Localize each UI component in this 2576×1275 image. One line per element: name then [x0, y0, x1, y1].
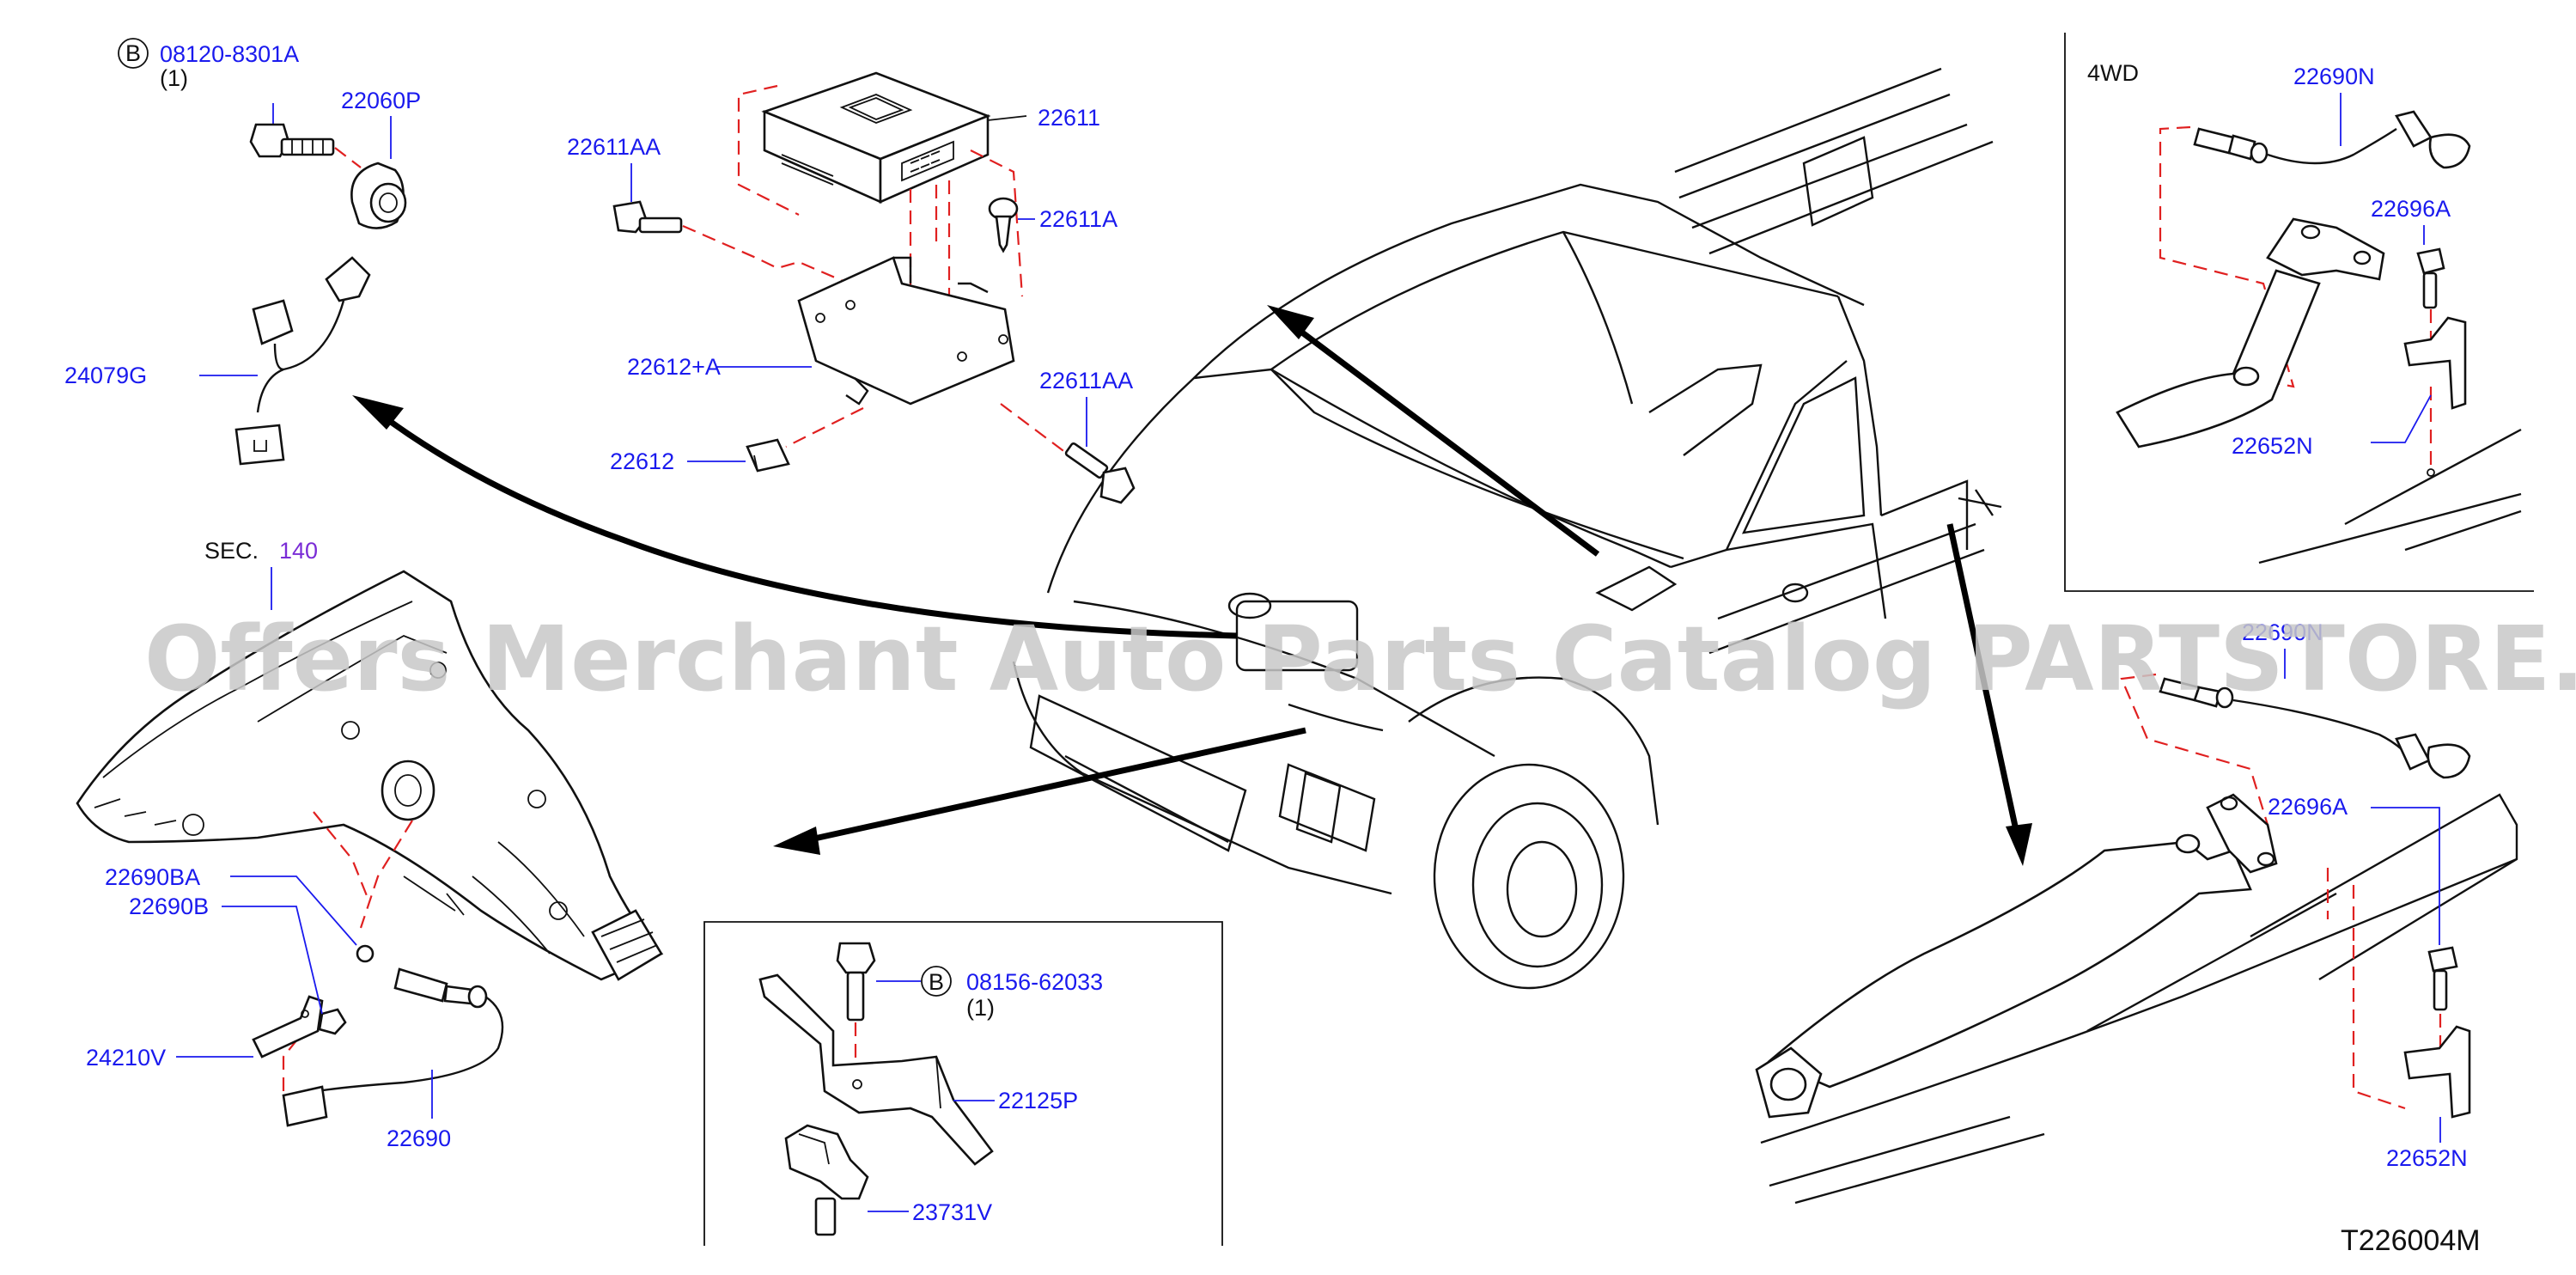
- truck-illustration: [1012, 67, 2002, 990]
- label-08156-62033: 08156-62033: [966, 969, 1103, 995]
- label-24079G: 24079G: [64, 363, 147, 388]
- bolt-22696A-mid: [2427, 946, 2458, 1011]
- watermark: Offers Merchant Auto Parts Catalog PARTS…: [144, 607, 2576, 711]
- o2-sensor-22690N-mid: [2159, 677, 2471, 779]
- fwd-sensor-group: 4WD 22690N 22696A 22652N: [2087, 60, 2522, 564]
- exhaust-pipe-top: [2116, 217, 2385, 448]
- harness-24079G: [234, 256, 371, 466]
- label-22652N-top: 22652N: [2232, 433, 2313, 459]
- bolt-08120: [249, 123, 335, 158]
- o2-sensor-22690N-top: [2193, 110, 2471, 169]
- label-22696A-top: 22696A: [2371, 196, 2451, 222]
- b-symbol-1-text: B: [125, 40, 141, 66]
- label-22690BA: 22690BA: [105, 864, 200, 890]
- label-22690B: 22690B: [129, 894, 209, 919]
- exhaust-manifold-heat-shield: [76, 570, 664, 981]
- label-22690N-mid: 22690N: [2242, 619, 2323, 645]
- o2-sensor-22690: [282, 944, 504, 1127]
- label-22612A: 22612+A: [627, 354, 721, 380]
- label-24210V: 24210V: [86, 1045, 166, 1071]
- clip-22612: [746, 438, 790, 473]
- bracket-24210V: [252, 995, 324, 1058]
- knock-sensor-22060P: [350, 162, 407, 229]
- label-22690N-top: 22690N: [2293, 64, 2375, 89]
- manifold-group: SEC. 140: [76, 538, 664, 1151]
- ecm-group: 22611AA 22611: [567, 71, 1136, 504]
- bracket-22612A: [797, 256, 1015, 406]
- bolt-08156: [836, 942, 876, 1022]
- label-22652N-bottom: 22652N: [2386, 1145, 2468, 1171]
- label-22611AA-right: 22611AA: [1039, 368, 1133, 393]
- crank-sensor-23731V: [784, 1124, 869, 1236]
- label-22612: 22612: [610, 448, 674, 474]
- label-22060P: 22060P: [341, 88, 421, 113]
- exhaust-pipe-bottom: [1755, 793, 2278, 1119]
- label-22611AA-top: 22611AA: [567, 134, 661, 160]
- bolt-22696A-top: [2416, 247, 2445, 309]
- knock-sensor-group: B 08120-8301A (1) 22060P 24079G: [64, 38, 421, 466]
- label-22690: 22690: [387, 1126, 451, 1151]
- label-22125P: 22125P: [998, 1088, 1078, 1113]
- label-08120-8301A: 08120-8301A: [160, 41, 299, 67]
- rwd-sensor-group: 22690N 22696A: [1755, 619, 2518, 1205]
- crank-sensor-group: B 08156-62033 (1) 22125P 23731V: [758, 942, 1103, 1236]
- qty-mid: (1): [966, 995, 995, 1021]
- label-22611: 22611: [1038, 105, 1100, 131]
- nut-22690B: [318, 1008, 347, 1035]
- bracket-22652N-bottom: [2403, 1025, 2471, 1119]
- label-sec: SEC.: [204, 538, 259, 564]
- location-arrows: [352, 305, 2032, 866]
- b-symbol-2-text: B: [929, 969, 944, 995]
- bracket-22652N-top: [2403, 316, 2467, 410]
- bolt-22611AA-right: [1064, 442, 1136, 504]
- qty-top: (1): [160, 65, 188, 91]
- diagram-code: T226004M: [2341, 1224, 2481, 1257]
- screw-22611A: [988, 197, 1019, 253]
- label-22696A-mid: 22696A: [2268, 794, 2348, 820]
- b-symbol-1: [118, 38, 149, 69]
- b-symbol-2: [921, 966, 952, 997]
- label-22611A: 22611A: [1039, 206, 1117, 232]
- frame-lines: [703, 33, 2534, 1246]
- bracket-22125P: [758, 973, 994, 1166]
- label-sec-140: 140: [279, 538, 318, 564]
- label-23731V: 23731V: [912, 1199, 992, 1225]
- bolt-22611AA-left: [612, 200, 683, 234]
- ecm-22611: [761, 71, 1027, 204]
- label-4wd: 4WD: [2087, 60, 2139, 86]
